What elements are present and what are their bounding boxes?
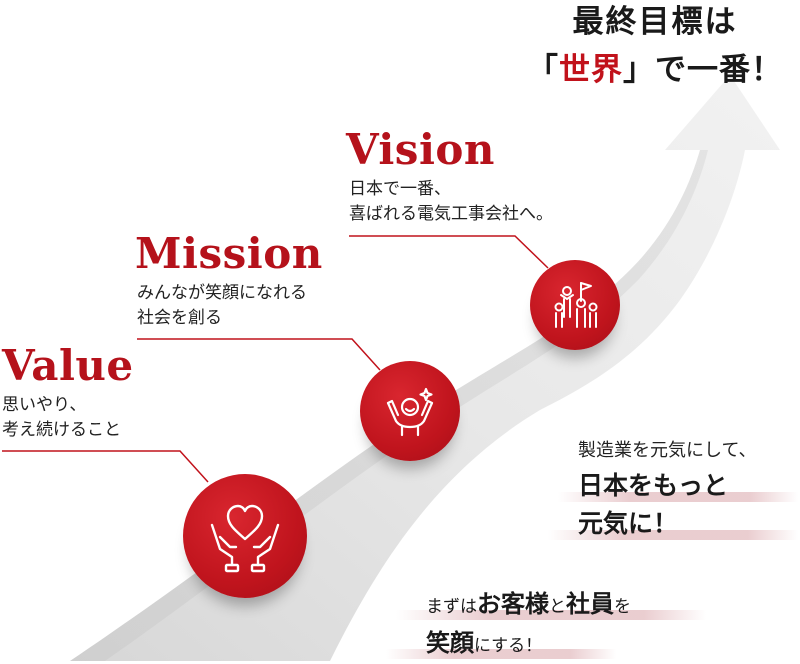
slogan1-line1: 製造業を元気にして、: [578, 440, 757, 461]
slogan2-line1-wrap: まずはお客様と社員を: [396, 586, 706, 625]
slogan2-part4: 社員: [566, 590, 614, 618]
slogan1-line2-wrap: 日本をもっと: [558, 468, 798, 504]
slogan1-line2: 日本をもっと: [578, 471, 729, 500]
slogan2-part5: を: [614, 597, 631, 617]
heart-in-hands-icon: [210, 504, 280, 573]
value-desc-line1: 思いやり、: [2, 395, 87, 415]
team-celebration-icon: [554, 282, 598, 328]
vision-title: Vision: [346, 125, 495, 174]
slogan2-part2: お客様: [477, 590, 549, 618]
slogan1-line3-wrap: 元気に！: [548, 506, 798, 542]
goal-line2: 「世界」で一番！: [510, 48, 800, 92]
goal-line1: 最終目標は: [572, 4, 738, 40]
slogan1-line2-underline: [558, 492, 798, 502]
slogan-smiles: まずはお客様と社員を 笑顔にする！: [386, 586, 706, 664]
slogan2-line2-underline: [386, 649, 616, 659]
slogan2-part7: にする！: [474, 636, 543, 656]
slogan2-part6: 笑顔: [426, 629, 474, 657]
slogan2-part1: まずは: [426, 597, 477, 617]
slogan1-line3-underline: [548, 530, 798, 540]
goal-bracket-close: 」: [623, 52, 655, 88]
slogan-revitalize: 製造業を元気にして、 日本をもっと 元気に！: [548, 436, 798, 542]
mission-circle: [360, 361, 460, 461]
slogan2-part3: と: [549, 597, 566, 617]
vision-desc-line2: 喜ばれる電気工事会社へ。: [349, 204, 553, 224]
final-goal-heading: 最終目標は 「世界」で一番！: [510, 2, 800, 92]
slogan2-line1-underline: [396, 610, 706, 620]
value-desc-line2: 考え続けること: [2, 420, 121, 440]
goal-line2-rest: で一番！: [655, 52, 783, 88]
goal-world: 世界: [559, 52, 623, 88]
slogan2-line2-wrap: 笑顔にする！: [386, 625, 631, 664]
vision-circle: [530, 260, 620, 350]
value-title: Value: [2, 341, 134, 390]
slogan1-line3: 元気に！: [578, 509, 679, 538]
mission-desc-line2: 社会を創る: [137, 308, 222, 328]
smiling-person-icon: [386, 387, 434, 437]
mission-desc-line1: みんなが笑顔になれる: [137, 283, 307, 303]
goal-bracket-open: 「: [527, 52, 559, 88]
vision-desc-line1: 日本で一番、: [349, 179, 451, 199]
mission-title: Mission: [135, 229, 323, 278]
value-circle: [183, 474, 307, 598]
